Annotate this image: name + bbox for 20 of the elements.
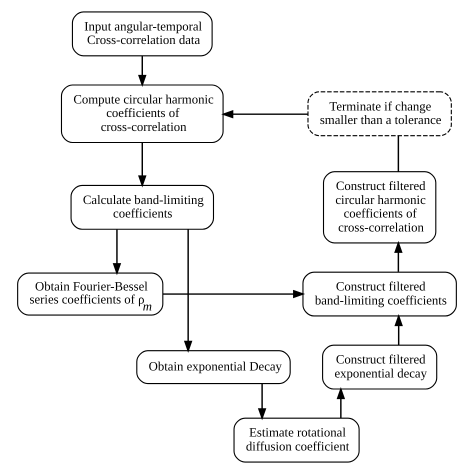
arrow — [112, 230, 122, 276]
arrow — [336, 387, 346, 418]
arrow — [394, 240, 403, 272]
node-box: Compute circular harmonic coefficients of cross-correlation — [60, 84, 224, 144]
arrow — [258, 384, 266, 420]
arrow — [184, 230, 192, 353]
node-box: Calculate band-limiting coefficients — [70, 184, 214, 230]
node-box: Construct filtered exponential decay — [322, 344, 438, 390]
arrow — [138, 56, 146, 87]
arrow — [138, 142, 146, 188]
node-box: Obtain exponential Decay — [136, 350, 291, 384]
node-box: Construct filtered circular harmonic coefficients of cross-correlation — [322, 171, 436, 244]
arrow — [221, 110, 308, 118]
node-box: Input angular-temporal Cross-correlation data — [72, 11, 213, 56]
node-box: Estimate rotational diffusion coefficient — [233, 418, 360, 463]
connector — [398, 136, 400, 172]
arrow — [394, 314, 403, 346]
arrow — [162, 290, 306, 298]
node-box: Construct filtered band-limiting coefficients — [302, 272, 457, 317]
node-box: Terminate if change smaller than a tolerance — [307, 91, 452, 136]
